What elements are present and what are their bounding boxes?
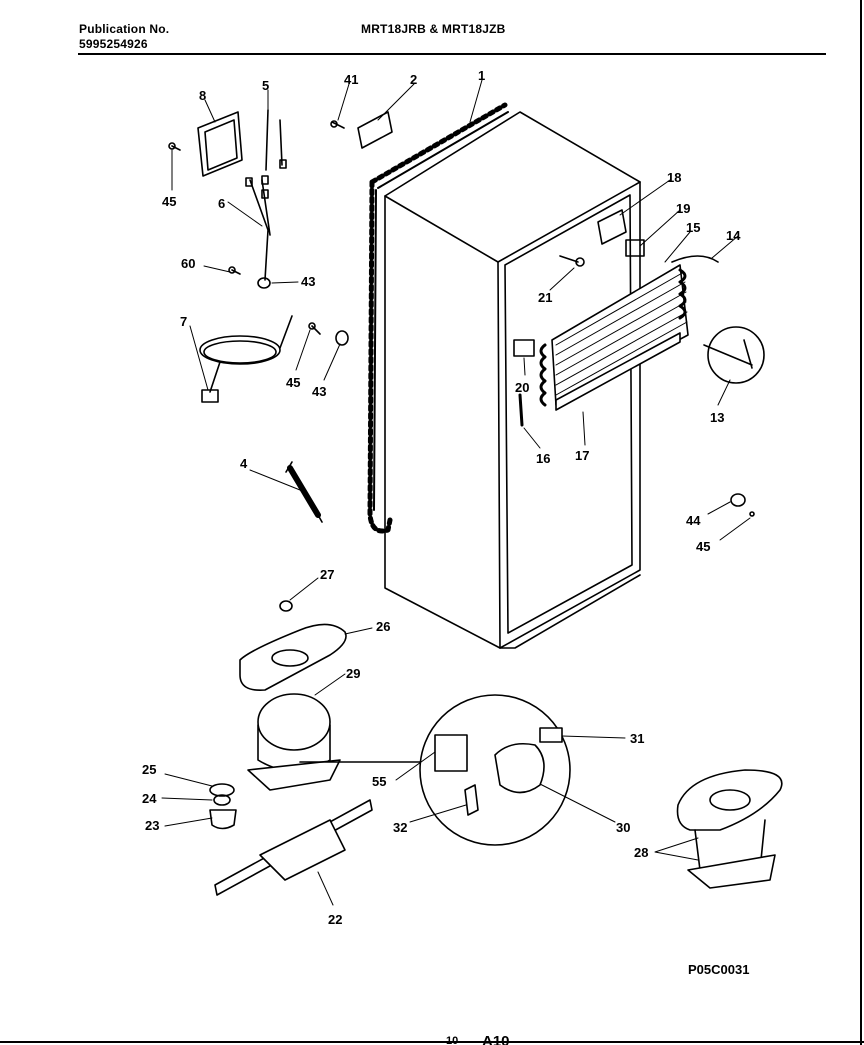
callout-29: 29 <box>346 666 360 681</box>
thermostat-13 <box>703 326 765 384</box>
model-numbers: MRT18JRB & MRT18JZB <box>361 22 506 36</box>
grommet-27 <box>279 600 293 612</box>
callout-4: 4 <box>240 456 248 471</box>
callout-19: 19 <box>676 201 690 216</box>
control-box-8 <box>197 111 243 177</box>
base-plate-22 <box>214 799 373 896</box>
drier-4 <box>285 461 323 523</box>
screw-45-b <box>308 322 321 335</box>
callout-45: 45 <box>162 194 176 209</box>
callout-18: 18 <box>667 170 681 185</box>
callout-28: 28 <box>634 845 648 860</box>
callout-16: 16 <box>536 451 550 466</box>
callout-23: 23 <box>145 818 159 833</box>
callout-15: 15 <box>686 220 700 235</box>
callout-5: 5 <box>262 78 269 93</box>
callout-14: 14 <box>726 228 741 243</box>
clip-43-b <box>335 330 349 346</box>
wiring-harness-5-6 <box>245 109 287 281</box>
leader-lines <box>161 79 751 906</box>
callout-45-c: 45 <box>696 539 710 554</box>
callout-17: 17 <box>575 448 589 463</box>
callout-60: 60 <box>181 256 195 271</box>
compressor-29 <box>247 693 341 791</box>
callout-45-b: 45 <box>286 375 300 390</box>
evaporator-coil <box>539 264 689 411</box>
bracket-2 <box>357 111 393 149</box>
callout-43: 43 <box>301 274 315 289</box>
callout-7: 7 <box>180 314 187 329</box>
callout-44: 44 <box>686 513 701 528</box>
relay-detail <box>299 694 571 846</box>
heater-16 <box>518 393 524 427</box>
compressor-28 <box>676 769 783 889</box>
publication-number: 5995254926 <box>79 37 148 51</box>
callout-13: 13 <box>710 410 724 425</box>
callout-26: 26 <box>376 619 390 634</box>
callout-22: 22 <box>328 912 342 927</box>
clip-43-a <box>257 277 271 289</box>
callout-30: 30 <box>616 820 630 835</box>
drain-pan-26 <box>239 623 347 692</box>
callout-8: 8 <box>199 88 206 103</box>
callout-24: 24 <box>142 791 157 806</box>
light-bulb-21 <box>559 255 585 267</box>
callout-21: 21 <box>538 290 552 305</box>
diagram-code: P05C0031 <box>688 962 749 977</box>
grommet-44 <box>730 493 746 507</box>
bracket-19 <box>625 239 645 257</box>
condenser-coil <box>367 102 509 534</box>
callout-25: 25 <box>142 762 156 777</box>
callout-20: 20 <box>515 380 529 395</box>
callout-1: 1 <box>478 68 485 83</box>
screw-45-c <box>749 511 755 517</box>
grommet-23-24-25 <box>209 783 237 830</box>
sensor-14 <box>671 255 719 263</box>
callout-41: 41 <box>344 72 358 87</box>
defrost-timer-18 <box>597 209 627 245</box>
callout-27: 27 <box>320 567 334 582</box>
callout-2: 2 <box>410 72 417 87</box>
page-number: A10 <box>482 1033 510 1045</box>
callout-31: 31 <box>630 731 644 746</box>
refrigerator-cabinet <box>384 111 641 649</box>
screw-60 <box>228 266 241 275</box>
callout-55: 55 <box>372 774 386 789</box>
callout-labels: 1 2 41 8 5 45 6 60 43 7 45 43 18 19 15 1… <box>142 68 741 927</box>
power-cord-7 <box>199 315 293 403</box>
screw-45-a <box>168 142 181 151</box>
page-number-small: 10 <box>446 1035 458 1045</box>
light-socket-20 <box>513 339 535 357</box>
publication-label: Publication No. <box>79 22 170 36</box>
callout-6: 6 <box>218 196 225 211</box>
callout-43-b: 43 <box>312 384 326 399</box>
screw-41 <box>330 120 345 129</box>
callout-32: 32 <box>393 820 407 835</box>
